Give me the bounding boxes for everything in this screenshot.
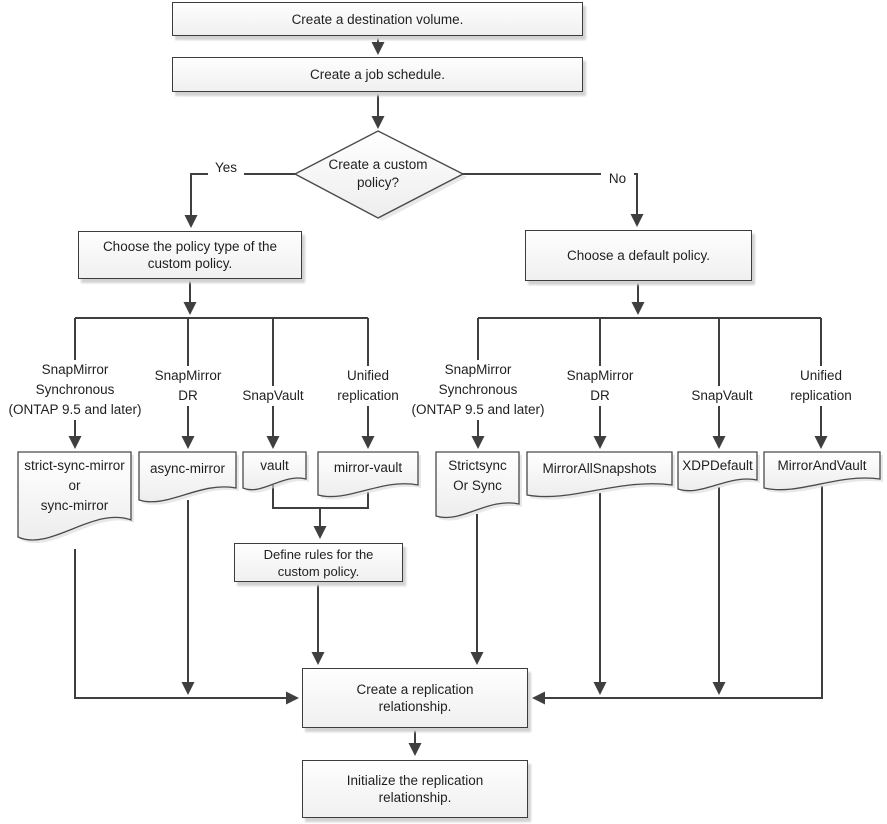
step-choose-default-policy: Choose a default policy. (525, 230, 752, 281)
branch-label-unified-replication-default: Unified replication (776, 366, 866, 406)
step-choose-policy-type: Choose the policy type of the custom pol… (78, 231, 302, 279)
branch-label-snapvault-default: SnapVault (679, 386, 765, 406)
decision-label: Create a custom policy? (328, 157, 428, 190)
policy-doc-xdpdefault (677, 451, 758, 492)
policy-doc-text-xdpdefault: XDPDefault (682, 458, 753, 473)
policy-doc-text-strict-sync-mirror: strict-sync-mirror or sync-mirror (24, 458, 125, 513)
step-define-rules: Define rules for the custom policy. (234, 543, 403, 582)
policy-doc-text-mirrorandvault: MirrorAndVault (777, 458, 867, 473)
step-create-replication-relationship: Create a replication relationship. (302, 668, 528, 728)
flow-strict-sync-to-create (74, 549, 299, 705)
decision-yes-label: Yes (208, 159, 244, 176)
flow-mirrorandvault-to-create (532, 486, 823, 705)
branch-label-snapmirror-synchronous-custom: SnapMirror Synchronous (ONTAP 9.5 and la… (0, 360, 155, 420)
branch-label-snapmirror-dr-custom: SnapMirror DR (143, 366, 233, 406)
policy-doc-text-vault: vault (260, 458, 289, 473)
branch-label-snapvault-custom: SnapVault (233, 386, 313, 406)
branch-label-snapmirror-dr-default: SnapMirror DR (555, 366, 645, 406)
policy-doc-mirrorallsnapshots (526, 451, 673, 498)
step-initialize-replication-relationship: Initialize the replication relationship. (302, 760, 528, 818)
policy-doc-async-mirror (138, 451, 237, 503)
policy-doc-vault (242, 451, 307, 491)
decision-no-label: No (601, 170, 634, 187)
policy-doc-text-async-mirror: async-mirror (149, 461, 225, 476)
policy-doc-mirror-vault (317, 451, 419, 498)
policy-doc-strict-sync-mirror (17, 451, 132, 541)
connector-no-branch (462, 173, 644, 227)
branch-label-snapmirror-synchronous-default: SnapMirror Synchronous (ONTAP 9.5 and la… (398, 360, 558, 420)
policy-doc-mirrorandvault (763, 451, 881, 491)
policy-doc-text-strictsync-or-sync: Strictsync Or Sync (448, 458, 507, 493)
decision-diamond-shape (293, 130, 465, 219)
step-create-destination-volume: Create a destination volume. (172, 2, 583, 36)
policy-doc-text-mirrorallsnapshots: MirrorAllSnapshots (542, 461, 657, 476)
policy-doc-strictsync-or-sync (435, 451, 520, 519)
step-create-job-schedule: Create a job schedule. (172, 57, 583, 92)
connector-yes-branch (184, 173, 296, 228)
policy-doc-text-mirror-vault: mirror-vault (333, 460, 403, 475)
